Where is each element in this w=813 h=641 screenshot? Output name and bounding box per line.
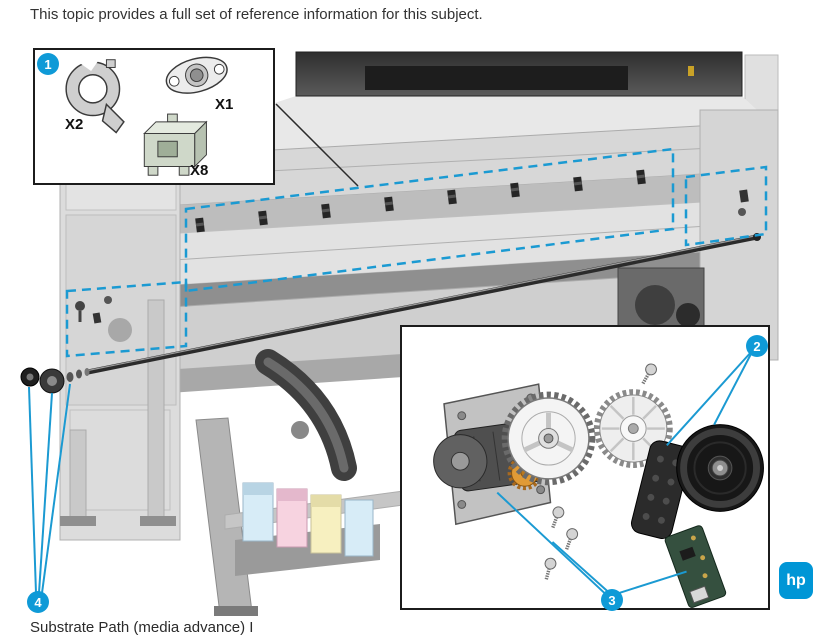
gear-assembly-inset-box (400, 325, 770, 610)
assembly-screws (544, 363, 657, 581)
left-box-parts (75, 296, 112, 324)
media-roll (255, 349, 357, 481)
parts-drawings (65, 50, 228, 176)
intro-text: This topic provides a full set of refere… (30, 6, 483, 23)
gear-assembly-drawing (433, 352, 764, 608)
beam-slot (95, 248, 770, 312)
c-clip-part (65, 50, 125, 134)
inset-leader-line (275, 103, 359, 187)
dashed-highlight-box-main (184, 147, 675, 293)
warning-mark (688, 66, 694, 76)
ink-supplies (235, 482, 380, 576)
hp-logo-text: hp (786, 571, 806, 589)
callout-3-badge: 3 (601, 589, 623, 611)
part-qty-label-x8: X8 (190, 162, 209, 179)
callout-1-badge: 1 (37, 53, 59, 75)
main-drive-gear (501, 391, 596, 486)
callout-3-leader-lines (496, 491, 687, 595)
roller-end-parts (20, 367, 90, 394)
hp-logo: hp (779, 562, 813, 599)
encoder-pcb (664, 525, 727, 608)
encoder-disc (676, 424, 764, 512)
part-qty-label-x1: X1 (215, 96, 234, 113)
left-tower (59, 139, 181, 541)
callout-2-leader-lines (666, 352, 752, 446)
top-cover-window (365, 66, 628, 90)
retainer-clips (195, 169, 646, 233)
ribbed-drum-gear (593, 389, 673, 468)
beam-seam-2 (94, 221, 771, 266)
highlight-boxes (65, 147, 768, 358)
bracket-clip-part (143, 113, 208, 176)
dashed-highlight-box-right (684, 165, 768, 247)
callout-4-leader-lines (28, 383, 71, 594)
right-box-parts (738, 189, 749, 216)
callout-4-badge: 4 (27, 591, 49, 613)
part-qty-label-x2: X2 (65, 116, 84, 133)
callout-2-badge: 2 (746, 335, 768, 357)
figure-caption: Substrate Path (media advance) I (30, 619, 254, 636)
rubber-pad (630, 440, 691, 540)
parts-inset-box: X2 X1 X8 (33, 48, 275, 185)
flange-part (165, 56, 228, 94)
dashed-highlight-box-left (65, 280, 188, 358)
